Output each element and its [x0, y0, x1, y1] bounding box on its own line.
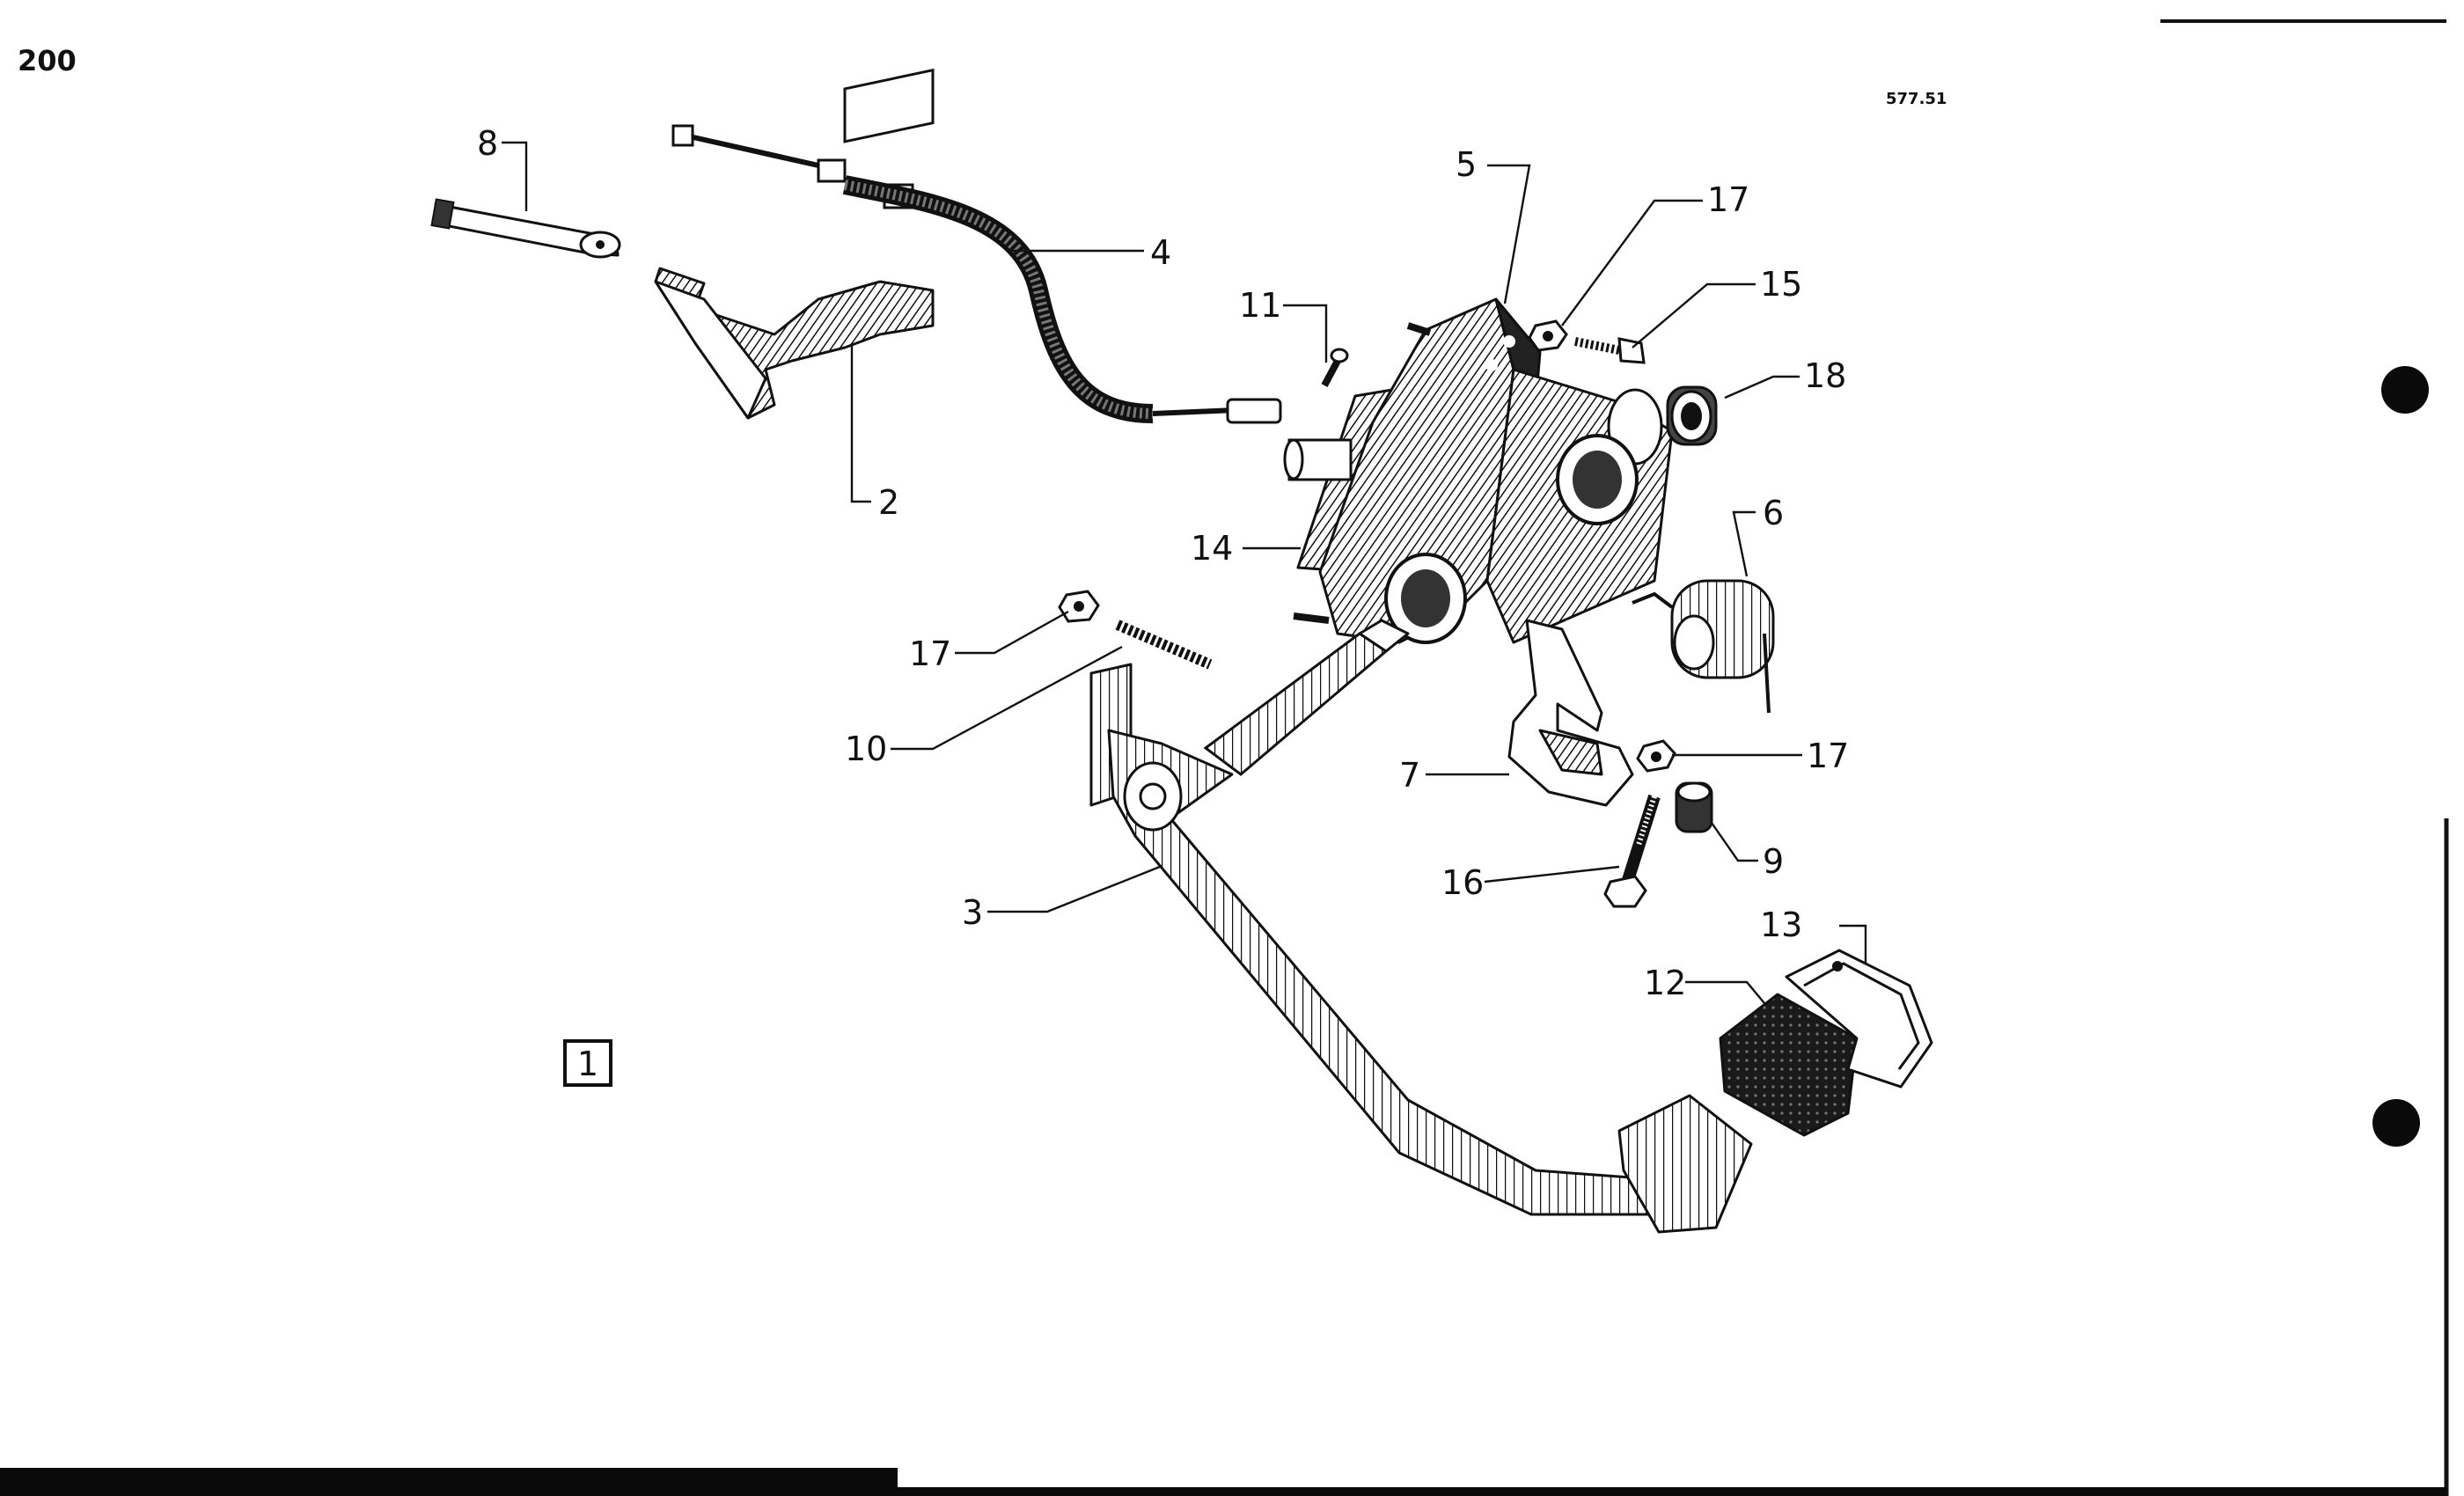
- bracket-part-2: [654, 68, 935, 420]
- callout-4: 4: [1150, 233, 1171, 272]
- bolt-part-11: [1321, 348, 1349, 387]
- spacer-part-9: [1675, 781, 1713, 833]
- callout-18: 18: [1804, 356, 1846, 395]
- pin-part-10: [1115, 620, 1213, 670]
- pedal-bracket-part-5: [1283, 297, 1674, 644]
- bush-part-18: [1666, 385, 1718, 446]
- leader-lines: [502, 141, 1867, 1004]
- callout-14: 14: [1191, 529, 1233, 568]
- bushing-upper: [1556, 388, 1663, 525]
- page-number: 200: [18, 44, 77, 77]
- callout-8: 8: [477, 124, 498, 163]
- callout-16: 16: [1441, 863, 1484, 902]
- clevis-rod-part-8: [430, 198, 621, 259]
- figure-reference: 577.51: [1886, 90, 1947, 108]
- cam-plate-part-7: [1507, 619, 1634, 807]
- binder-hole-top: [2381, 366, 2429, 414]
- svg-text:1: 1: [577, 1045, 598, 1083]
- bolt-part-15: [1574, 337, 1646, 364]
- callout-17-left: 17: [909, 634, 951, 673]
- callout-5: 5: [1456, 145, 1477, 184]
- callout-17-right: 17: [1807, 737, 1849, 775]
- callout-9: 9: [1763, 842, 1784, 881]
- nut-part-17-left: [1058, 590, 1100, 623]
- callout-15: 15: [1760, 265, 1802, 304]
- callout-labels: 8 4 2 5 17 15 11 18 6 14 17 10 7 17 9 16…: [477, 124, 1849, 1002]
- pedal-lever-part-3: [1089, 619, 1753, 1234]
- figure-box: 1: [563, 1039, 612, 1087]
- bolt-part-16: [1603, 794, 1661, 908]
- callout-2: 2: [878, 483, 899, 522]
- callout-17-top: 17: [1707, 180, 1749, 219]
- callout-11: 11: [1239, 286, 1281, 325]
- pad-cover-part-13: [1785, 949, 1933, 1089]
- spring-part-6: [1632, 579, 1775, 714]
- callout-10: 10: [845, 730, 887, 768]
- page-frame: [0, 19, 2449, 1496]
- nut-part-17-right: [1636, 739, 1676, 773]
- callout-3: 3: [962, 893, 983, 932]
- pedal-pad-part-12: [1719, 993, 1859, 1137]
- nut-part-17-top: [1528, 319, 1568, 352]
- callout-6: 6: [1763, 494, 1784, 532]
- bushing-lower: [1384, 553, 1467, 644]
- binder-hole-bottom: [2372, 1099, 2420, 1147]
- callout-13: 13: [1760, 906, 1802, 944]
- callout-7: 7: [1399, 756, 1420, 795]
- cable-part-4: [671, 124, 1282, 424]
- callout-12: 12: [1644, 964, 1686, 1002]
